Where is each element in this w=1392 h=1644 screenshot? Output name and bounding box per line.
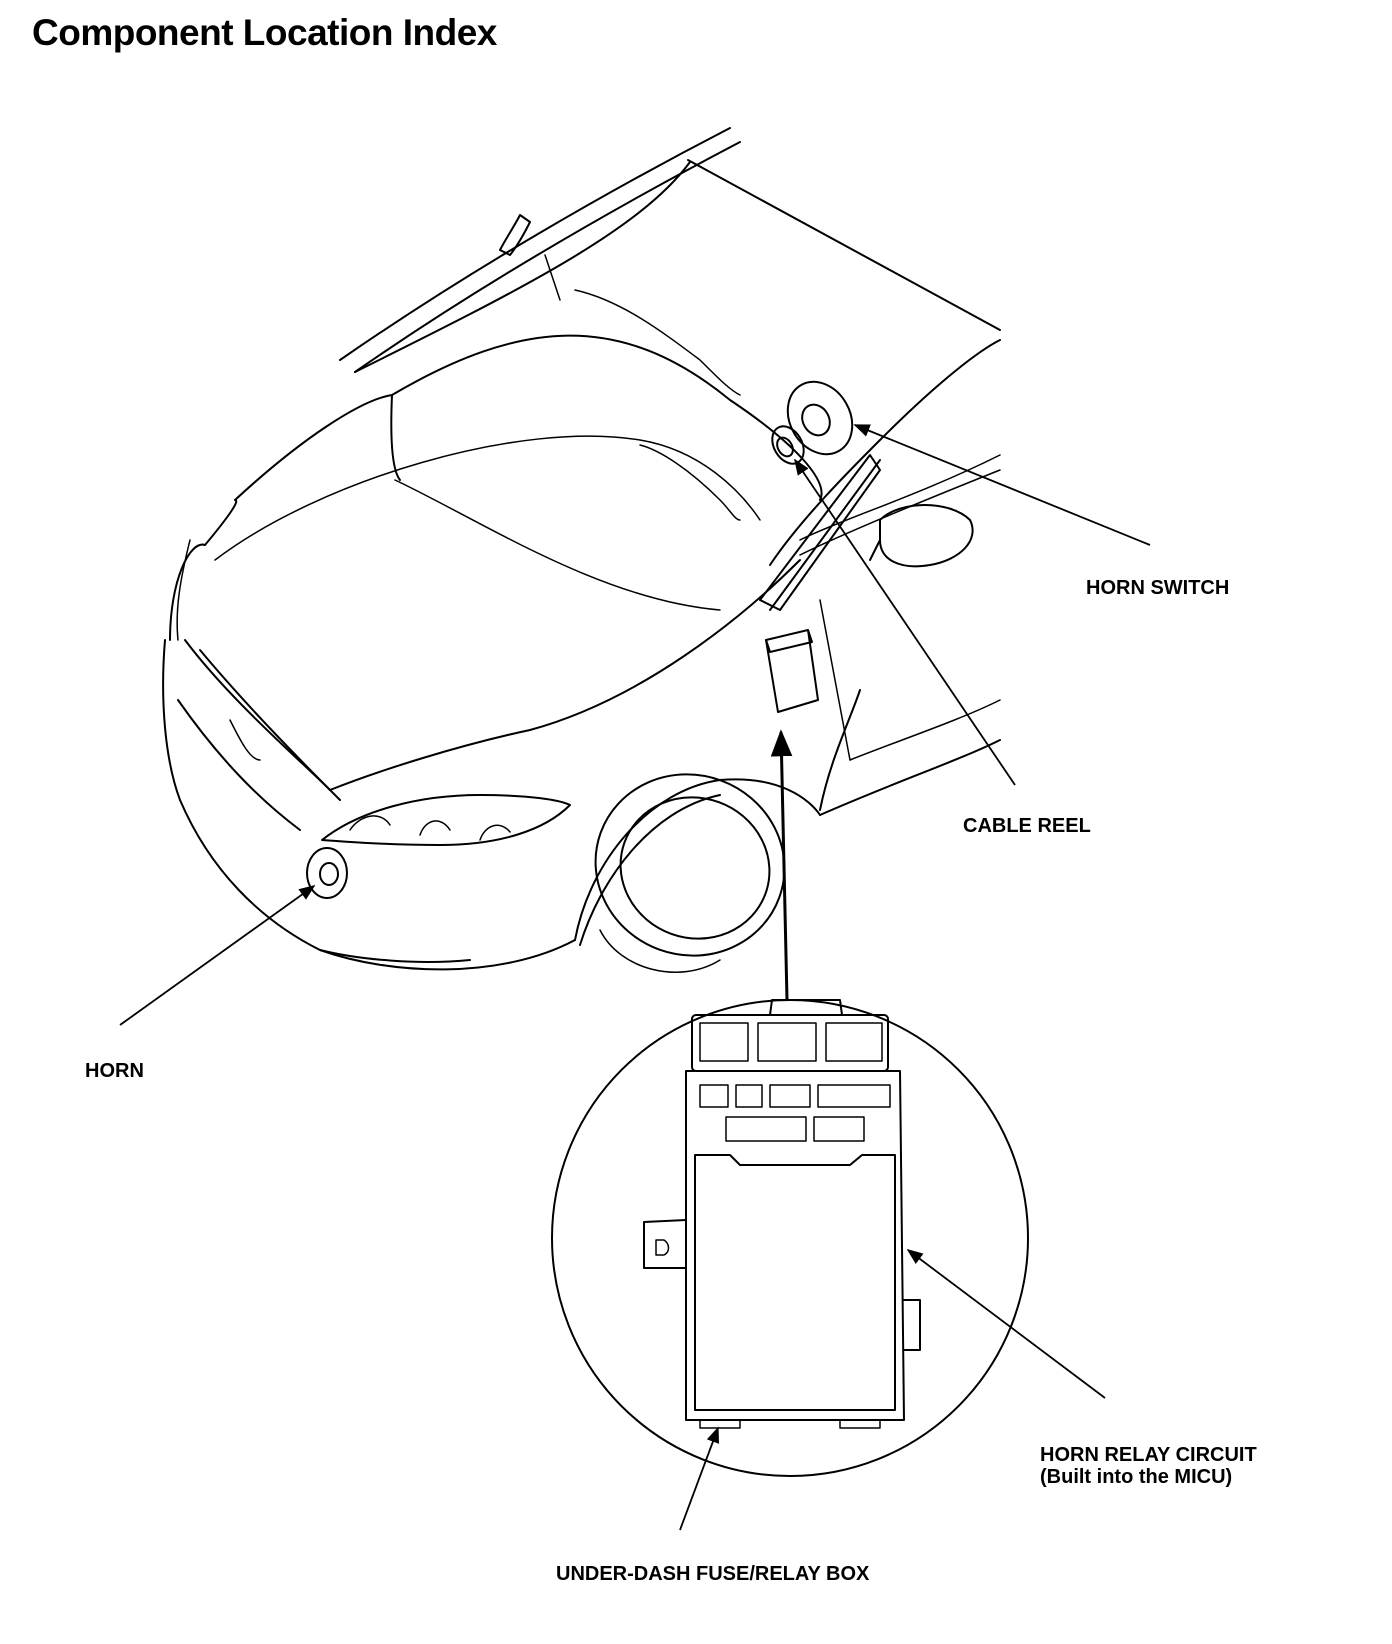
horn-relay-label-line2: (Built into the MICU) [1040, 1466, 1233, 1488]
horn-graphic [306, 847, 348, 899]
cable-reel-label: CABLE REEL [963, 815, 1091, 837]
horn-label: HORN [85, 1060, 144, 1082]
fuse-box-label: UNDER-DASH FUSE/RELAY BOX [556, 1563, 870, 1585]
fuse-box-leader [679, 1426, 719, 1531]
car-body [162, 127, 1001, 973]
horn-switch-label: HORN SWITCH [1086, 577, 1230, 599]
horn-leader [119, 885, 316, 1026]
horn-switch-leader [853, 424, 1151, 546]
horn-relay-label-line1: HORN RELAY CIRCUIT [1040, 1444, 1257, 1466]
magnify-leader [770, 729, 793, 1001]
horn-relay-leader [906, 1249, 1106, 1399]
fuse-box-small-graphic [765, 629, 819, 713]
cable-reel-leader [794, 458, 1016, 786]
magnified-fuse-box [551, 999, 1029, 1477]
leader-lines [119, 424, 1151, 1531]
page-title: Component Location Index [32, 12, 497, 53]
horn-switch-graphic [786, 380, 854, 456]
